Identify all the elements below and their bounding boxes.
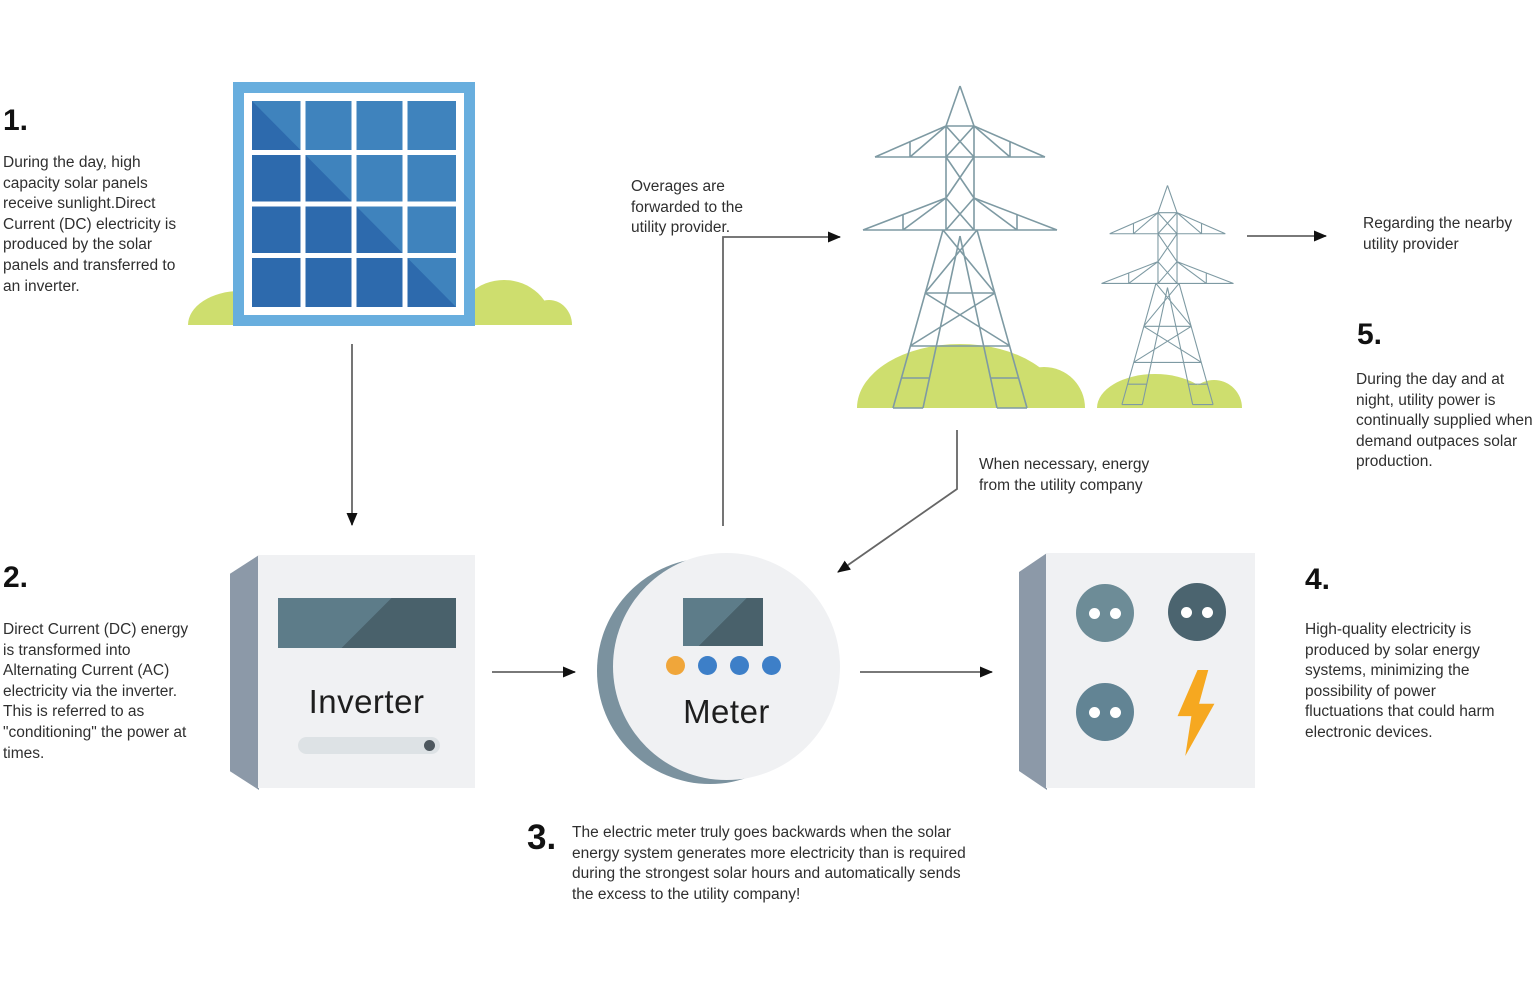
inverter-slider-knob [424, 740, 435, 751]
inverter-device: Inverter [258, 555, 475, 788]
meter-dot-blue-3 [762, 656, 781, 675]
meter-indicator-dots [666, 656, 781, 675]
meter-dot-blue-2 [730, 656, 749, 675]
inverter-label: Inverter [308, 683, 425, 720]
outlet-icon-top-right [1168, 583, 1226, 641]
step-5-number: 5. [1357, 318, 1383, 351]
meter-dot-orange [666, 656, 685, 675]
annotation-when-necessary: When necessary, energy from the utility … [979, 456, 1150, 494]
step-4-number: 4. [1305, 563, 1331, 596]
step-3-text: The electric meter truly goes backwards … [572, 824, 966, 903]
meter-device: Meter [613, 553, 840, 780]
outlet-panel-side [1019, 553, 1047, 790]
arrow-meter-to-tower [722, 231, 841, 526]
outlet-icon-bottom-left [1076, 683, 1134, 741]
inverter-slider [298, 737, 440, 754]
meter-display [683, 598, 763, 646]
step-2-text: Direct Current (DC) energy is transforme… [3, 621, 189, 762]
power-tower-large-icon [855, 78, 1065, 413]
annotation-overages: Overages are forwarded to the utility pr… [631, 178, 744, 237]
step-2-number: 2. [3, 561, 29, 594]
meter-label: Meter [683, 693, 770, 730]
outlet-icon-top-left [1076, 584, 1134, 642]
lightning-bolt-icon [1173, 670, 1219, 756]
step-5-text: During the day and at night, utility pow… [1356, 371, 1533, 471]
inverter-side-panel [230, 555, 259, 790]
solar-panel-icon [233, 82, 475, 326]
step-3-number: 3. [527, 818, 557, 857]
step-4-text: High-quality electricity is produced by … [1305, 621, 1495, 742]
meter-dot-blue-1 [698, 656, 717, 675]
step-1-text: During the day, high capacity solar pane… [3, 154, 177, 295]
arrow-tower-to-meter [837, 430, 958, 573]
inverter-screen [278, 598, 456, 648]
annotation-regarding: Regarding the nearby utility provider [1363, 215, 1513, 253]
step-1-number: 1. [3, 104, 29, 137]
outlet-panel-device [1046, 553, 1255, 788]
